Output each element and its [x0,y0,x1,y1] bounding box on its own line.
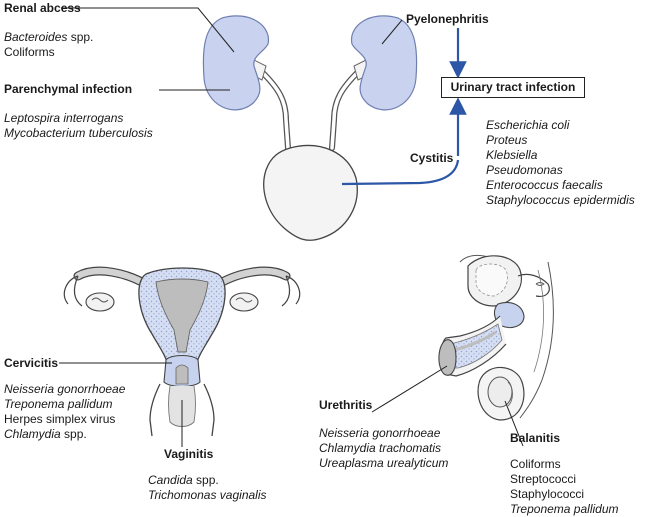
right-ureter-lumen [330,70,360,150]
organism-name: Neisseria gonorrhoeae [319,426,441,440]
organism-line: Coliforms [4,45,93,60]
organism-suffix: Streptococci [510,472,577,486]
right-kidney [351,15,418,111]
organism-name: Enterococcus faecalis [486,178,603,192]
left-ureter-lumen [260,70,290,150]
organism-line: Streptococci [510,472,619,487]
uterine-cavity [155,278,209,353]
prostate [493,301,525,329]
organism-suffix: Coliforms [4,45,55,59]
organism-name: Treponema pallidum [510,502,619,516]
organism-line: Treponema pallidum [4,397,125,412]
organism-line: Coliforms [510,457,619,472]
bladder [263,144,358,241]
renal-abscess-leader [61,7,235,53]
organism-line: Treponema pallidum [510,502,619,517]
organism-name: Pseudomonas [486,163,563,177]
cystitis-title: Cystitis [410,151,454,165]
parenchymal-infection-title: Parenchymal infection [4,82,133,96]
organism-suffix: Coliforms [510,457,561,471]
parenchymal-infection-organisms: Leptospira interrogans Mycobacterium tub… [4,111,153,141]
vaginitis-organisms: Candida spp. Trichomonas vaginalis [148,473,267,503]
organism-name: Klebsiella [486,148,538,162]
organism-line: Trichomonas vaginalis [148,488,267,503]
urethritis-leader [371,365,448,413]
balanitis-organisms: Coliforms Streptococci Staphylococci Tre… [510,457,619,517]
pyelonephritis-leader [381,19,403,45]
urinary-tract [202,15,418,241]
organism-line: Chlamydia spp. [4,427,125,442]
organism-name: Chlamydia trachomatis [319,441,442,455]
renal-abscess-title: Renal abcess [4,1,81,15]
right-ovary [229,292,259,312]
organism-name: Leptospira interrogans [4,111,124,125]
urinary-tract-infection-box: Urinary tract infection [441,77,585,98]
organism-name: Bacteroides [4,30,68,44]
male-reproductive-tract [438,255,554,421]
organism-line: Neisseria gonorrhoeae [4,382,125,397]
urethritis-title: Urethritis [319,398,373,412]
organism-name: Proteus [486,133,528,147]
organism-line: Herpes simplex virus [4,412,125,427]
vagina [149,383,215,437]
organism-name: Staphylococcus epidermidis [486,193,635,207]
organism-suffix: spp. [67,30,94,44]
organism-name: Candida [148,473,193,487]
vaginitis-title: Vaginitis [164,447,214,461]
glans [438,339,457,376]
organism-name: Neisseria gonorrhoeae [4,382,126,396]
cervicitis-organisms: Neisseria gonorrhoeae Treponema pallidum… [4,382,125,442]
cervicitis-title: Cervicitis [4,356,59,370]
organism-suffix: Herpes simplex virus [4,412,116,426]
left-ovary [85,292,115,312]
pyelonephritis-title: Pyelonephritis [406,12,489,26]
organism-suffix: spp. [60,427,87,441]
cystitis-bladder-link [341,159,460,186]
organism-line: Bacteroides spp. [4,30,93,45]
organism-name: Escherichia coli [486,118,570,132]
organism-name: Ureaplasma urealyticum [319,456,449,470]
organism-name: Chlamydia [4,427,61,441]
cystitis-organisms: Escherichia coli Proteus Klebsiella Pseu… [486,118,635,208]
organism-name: Trichomonas vaginalis [148,488,267,502]
left-kidney [202,15,269,111]
organism-suffix: spp. [192,473,219,487]
infection-arrows [341,28,467,186]
balanitis-title: Balanitis [510,431,561,445]
balanitis-leader [504,400,524,447]
organism-suffix: Staphylococci [510,487,585,501]
organism-line: Candida spp. [148,473,267,488]
organism-line: Staphylococci [510,487,619,502]
organism-name: Mycobacterium tuberculosis [4,126,153,140]
testis [487,376,513,408]
renal-abscess-label: Renal abcess [4,1,81,16]
organism-name: Treponema pallidum [4,397,113,411]
urethritis-organisms: Neisseria gonorrhoeae Chlamydia trachoma… [319,426,448,471]
renal-abscess-organisms: Bacteroides spp. Coliforms [4,30,93,60]
leader-lines [59,7,524,447]
